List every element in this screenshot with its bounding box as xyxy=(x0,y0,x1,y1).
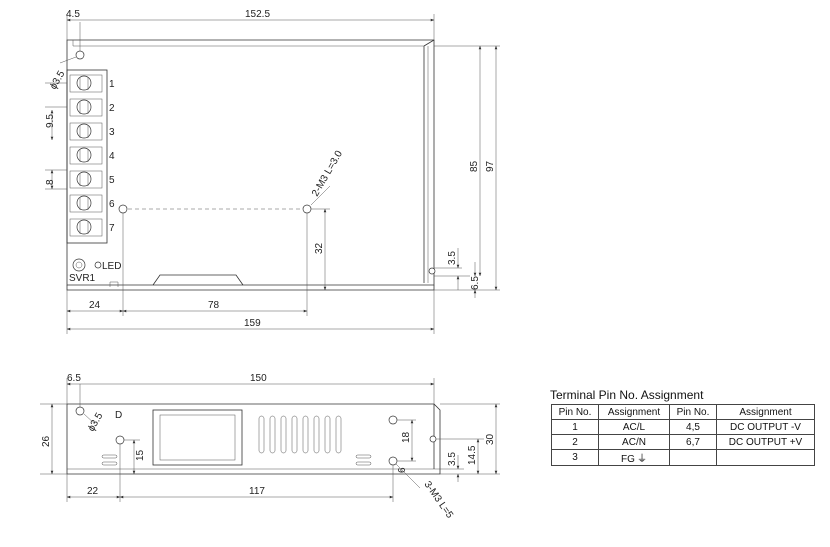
table-cell-fg: FG⏚ xyxy=(598,449,670,466)
side-window xyxy=(152,409,243,466)
dim-h-14-5: 14.5 xyxy=(467,445,478,465)
table-row: 2 AC/N 6,7 DC OUTPUT +V xyxy=(551,434,815,450)
dim-height-26: 26 xyxy=(41,435,52,447)
table-cell: 1 xyxy=(551,419,599,435)
column-header: Pin No. xyxy=(551,404,599,420)
led-label: LED xyxy=(102,261,121,272)
table-cell: DC OUTPUT -V xyxy=(716,419,815,435)
ground-symbol-icon: ⏚ xyxy=(636,454,647,465)
svr-label: SVR1 xyxy=(69,273,96,284)
table-cell: 3 xyxy=(551,449,599,466)
table-cell xyxy=(716,449,815,466)
mount-hole-icon xyxy=(118,204,128,214)
dim-h-18: 18 xyxy=(401,431,412,443)
top-view: 1 2 3 4 5 6 7 LED SVR1 152.5 4.5 85 97 xyxy=(45,9,500,334)
terminal-number: 7 xyxy=(109,223,115,234)
terminal-number: 4 xyxy=(109,151,115,162)
mount-hole-icon xyxy=(429,435,437,443)
terminal-number: 5 xyxy=(109,175,115,186)
table-row: 1 AC/L 4,5 DC OUTPUT -V xyxy=(551,419,815,435)
pin-assignment-table: Pin No. Assignment Pin No. Assignment 1 … xyxy=(551,404,815,466)
column-header: Assignment xyxy=(598,404,670,420)
terminal-number: 6 xyxy=(109,199,115,210)
mount-hole-icon xyxy=(75,406,85,416)
table-cell: 6,7 xyxy=(669,434,717,450)
terminal-7 xyxy=(69,218,103,237)
terminal-5 xyxy=(69,170,103,189)
terminal-2 xyxy=(69,98,103,117)
dim-left-offset: 4.5 xyxy=(66,9,80,20)
dim-bottom-3-5: 3.5 xyxy=(447,251,458,265)
side-screw-note: 3-M3 L=5 xyxy=(422,479,456,521)
table-cell xyxy=(669,449,717,466)
dim-hole-dia: ϕ3.5 xyxy=(48,69,67,92)
dim-overall-length: 152.5 xyxy=(245,9,270,20)
dim-height-97: 97 xyxy=(485,160,496,172)
terminal-number: 2 xyxy=(109,103,115,114)
side-marker: D xyxy=(115,410,122,421)
dim-x-6: 6 xyxy=(397,467,408,473)
dim-terminal-pitch: 9.5 xyxy=(45,114,56,128)
terminal-3 xyxy=(69,122,103,141)
mount-hole-icon xyxy=(75,50,85,60)
terminal-4 xyxy=(69,146,103,165)
column-header: Pin No. xyxy=(669,404,717,420)
dim-x-159: 159 xyxy=(244,318,261,329)
column-header: Assignment xyxy=(716,404,815,420)
terminal-screws xyxy=(69,74,103,237)
dim-h-15: 15 xyxy=(135,449,146,461)
table-cell: 4,5 xyxy=(669,419,717,435)
dim-left-6-5: 6.5 xyxy=(67,373,81,384)
dim-h-30: 30 xyxy=(485,433,496,445)
terminal-1 xyxy=(69,74,103,93)
mount-hole-icon xyxy=(428,267,436,275)
svr-potentiometer-icon xyxy=(72,258,86,272)
table-cell: AC/L xyxy=(598,419,670,435)
dim-x-78: 78 xyxy=(208,300,220,311)
table-row: 3 FG⏚ xyxy=(551,449,815,466)
table-cell: AC/N xyxy=(598,434,670,450)
terminal-6 xyxy=(69,194,103,213)
mount-hole-icon xyxy=(115,435,125,445)
dim-length-150: 150 xyxy=(250,373,267,384)
table-cell: 2 xyxy=(551,434,599,450)
dim-x-22: 22 xyxy=(87,486,99,497)
pin-table-title: Terminal Pin No. Assignment xyxy=(550,388,704,402)
led-indicator-icon xyxy=(94,261,102,269)
dim-side-hole-dia: ϕ3.5 xyxy=(86,411,105,434)
terminal-number: 1 xyxy=(109,79,115,90)
fg-label: FG xyxy=(621,454,635,465)
side-view: D 150 6.5 26 ϕ3.5 15 18 30 14.5 xyxy=(40,373,500,521)
mount-hole-icon xyxy=(388,415,398,425)
vent-slots xyxy=(258,415,342,454)
mount-hole-icon xyxy=(388,456,398,466)
dim-height-85: 85 xyxy=(469,160,480,172)
dim-x-117: 117 xyxy=(249,486,265,497)
dim-x-24: 24 xyxy=(89,300,101,311)
dim-terminal-pitch-b: 8 xyxy=(45,179,56,185)
terminal-number: 3 xyxy=(109,127,115,138)
dim-h-3-5: 3.5 xyxy=(447,452,458,466)
mount-hole-icon xyxy=(302,204,312,214)
screw-note: 2-M3 L=3.0 xyxy=(310,149,345,199)
table-header-row: Pin No. Assignment Pin No. Assignment xyxy=(551,404,815,420)
table-cell: DC OUTPUT +V xyxy=(716,434,815,450)
dim-mount-spacing-32: 32 xyxy=(314,242,325,254)
dim-bottom-6-5: 6.5 xyxy=(470,276,481,290)
